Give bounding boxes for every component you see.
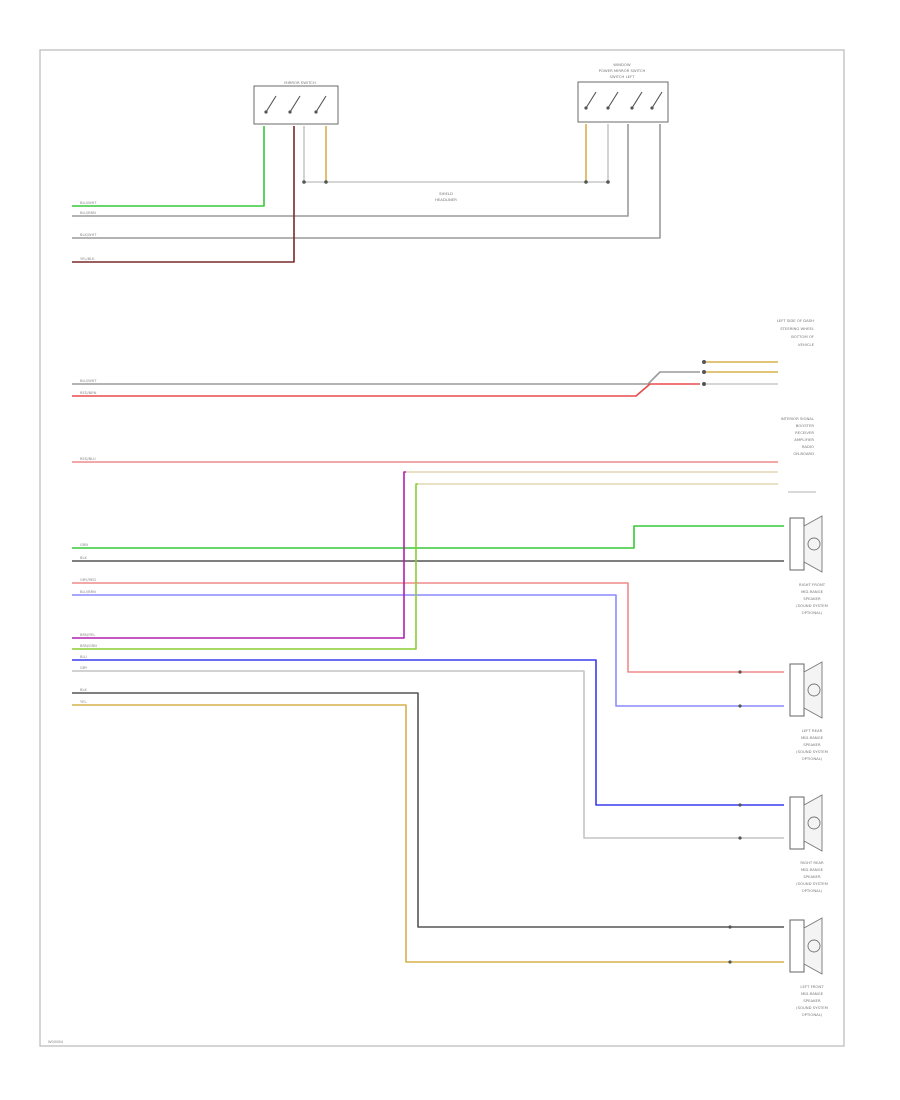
speaker-3-label-2: MID-RANGE (801, 867, 824, 872)
sensor-group-2-label-3: RECEIVER (795, 430, 814, 435)
speaker-2-label-3: SPEAKER (803, 742, 821, 747)
speaker-4-label-5: OPTIONAL) (802, 1012, 823, 1017)
speaker-wires (72, 471, 784, 963)
wire-tag-5: BLU/WHT (80, 379, 97, 383)
sensor-group-1-label-4: VEHICLE (798, 342, 815, 347)
speaker-2-label-5: OPTIONAL) (802, 756, 823, 761)
speaker-2-label-4: (SOUND SYSTEM (796, 749, 828, 754)
wire-tag-17: YEL (80, 700, 86, 704)
speaker-4-label-3: SPEAKER (803, 998, 821, 1003)
speaker-1-label-1: RIGHT FRONT (799, 582, 826, 587)
sensor-group-1: LEFT SIDE OF DASH STEERING WHEEL BOTTOM … (702, 318, 815, 386)
wire-tag-16: BLK (80, 688, 87, 692)
wire-tag-10: GRY/RED (80, 578, 96, 582)
mirror-switch-left-label: MIRROR SWITCH (284, 80, 316, 85)
sensor-group-1-label-3: BOTTOM OF (791, 334, 814, 339)
wire-tag-1: BLU/WHT (80, 201, 97, 205)
speaker-3: RIGHT REAR MID-RANGE SPEAKER (SOUND SYST… (789, 794, 828, 893)
speaker-1: RIGHT FRONT MID-RANGE SPEAKER (SOUND SYS… (789, 515, 828, 615)
wire-tag-4: YEL/BLK (80, 257, 95, 261)
speaker-2-label-2: MID-RANGE (801, 735, 824, 740)
sensor-group-2-label-4: AMPLIFIER (794, 437, 814, 442)
wire-tag-12: BRN/YEL (80, 633, 95, 637)
sensor-group-1-label-1: LEFT SIDE OF DASH (777, 318, 814, 323)
wire-tag-3: BLK/WHT (80, 233, 97, 237)
shield-splice: SHIELD HEADLINER (302, 124, 610, 202)
mirror-switch-right-label-1: WINDOW (613, 62, 631, 67)
wire-tag-2: BLU/BRN (80, 211, 96, 215)
splice-label-1: SHIELD (439, 191, 453, 196)
footer-tag: W00084 (48, 1040, 64, 1044)
speaker-3-label-5: OPTIONAL) (802, 888, 823, 893)
diagram-frame (39, 49, 845, 1047)
speaker-1-label-2: MID-RANGE (801, 589, 824, 594)
speaker-3-label-1: RIGHT REAR (800, 860, 824, 865)
speaker-2-label-1: LEFT REAR (802, 728, 823, 733)
sensor-group-2: INTERIOR SIGNAL BOOSTER RECEIVER AMPLIFI… (781, 416, 816, 493)
wire-tag-6: RED/BRN (80, 391, 97, 395)
mirror-switch-right: WINDOW POWER MIRROR SWITCH SWITCH LEFT (577, 62, 669, 123)
wire-tag-9: BLK (80, 556, 87, 560)
mirror-switch-left: MIRROR SWITCH (253, 80, 339, 125)
splice-label-2: HEADLINER (435, 197, 457, 202)
wire-tag-13: BRN/GRN (80, 644, 97, 648)
wire-tag-7: RED/BLU (80, 457, 96, 461)
sensor-wires-1 (72, 371, 700, 397)
speaker-1-label-4: (SOUND SYSTEM (796, 603, 828, 608)
speaker-4-label-2: MID-RANGE (801, 991, 824, 996)
wire-tag-15: GRY (80, 666, 88, 670)
sensor-group-1-label-2: STEERING WHEEL (780, 326, 815, 331)
wire-tag-14: BLU (80, 655, 87, 659)
speaker-3-label-4: (SOUND SYSTEM (796, 881, 828, 886)
mirror-switch-right-label-2: POWER MIRROR SWITCH (599, 68, 646, 73)
connector-dots (728, 670, 742, 964)
wire-tag-8: GRN (80, 543, 88, 547)
wire-tag-11: BLU/BRN (80, 590, 96, 594)
speaker-1-label-5: OPTIONAL) (802, 610, 823, 615)
sensor-group-2-label-2: BOOSTER (796, 423, 815, 428)
speaker-4-label-4: (SOUND SYSTEM (796, 1005, 828, 1010)
speaker-1-label-3: SPEAKER (803, 596, 821, 601)
sensor-wires-2 (72, 461, 778, 485)
sensor-group-2-label-5: RADIO (802, 444, 814, 449)
top-wires (72, 124, 661, 263)
mirror-switch-right-label-3: SWITCH LEFT (609, 74, 635, 79)
sensor-group-2-label-1: INTERIOR SIGNAL (781, 416, 815, 421)
sensor-group-2-label-6: ON-BOARD (793, 451, 814, 456)
speaker-4: LEFT FRONT MID-RANGE SPEAKER (SOUND SYST… (789, 917, 828, 1017)
speaker-4-label-1: LEFT FRONT (800, 984, 824, 989)
speaker-2: LEFT REAR MID-RANGE SPEAKER (SOUND SYSTE… (789, 661, 828, 761)
speaker-3-label-3: SPEAKER (803, 874, 821, 879)
